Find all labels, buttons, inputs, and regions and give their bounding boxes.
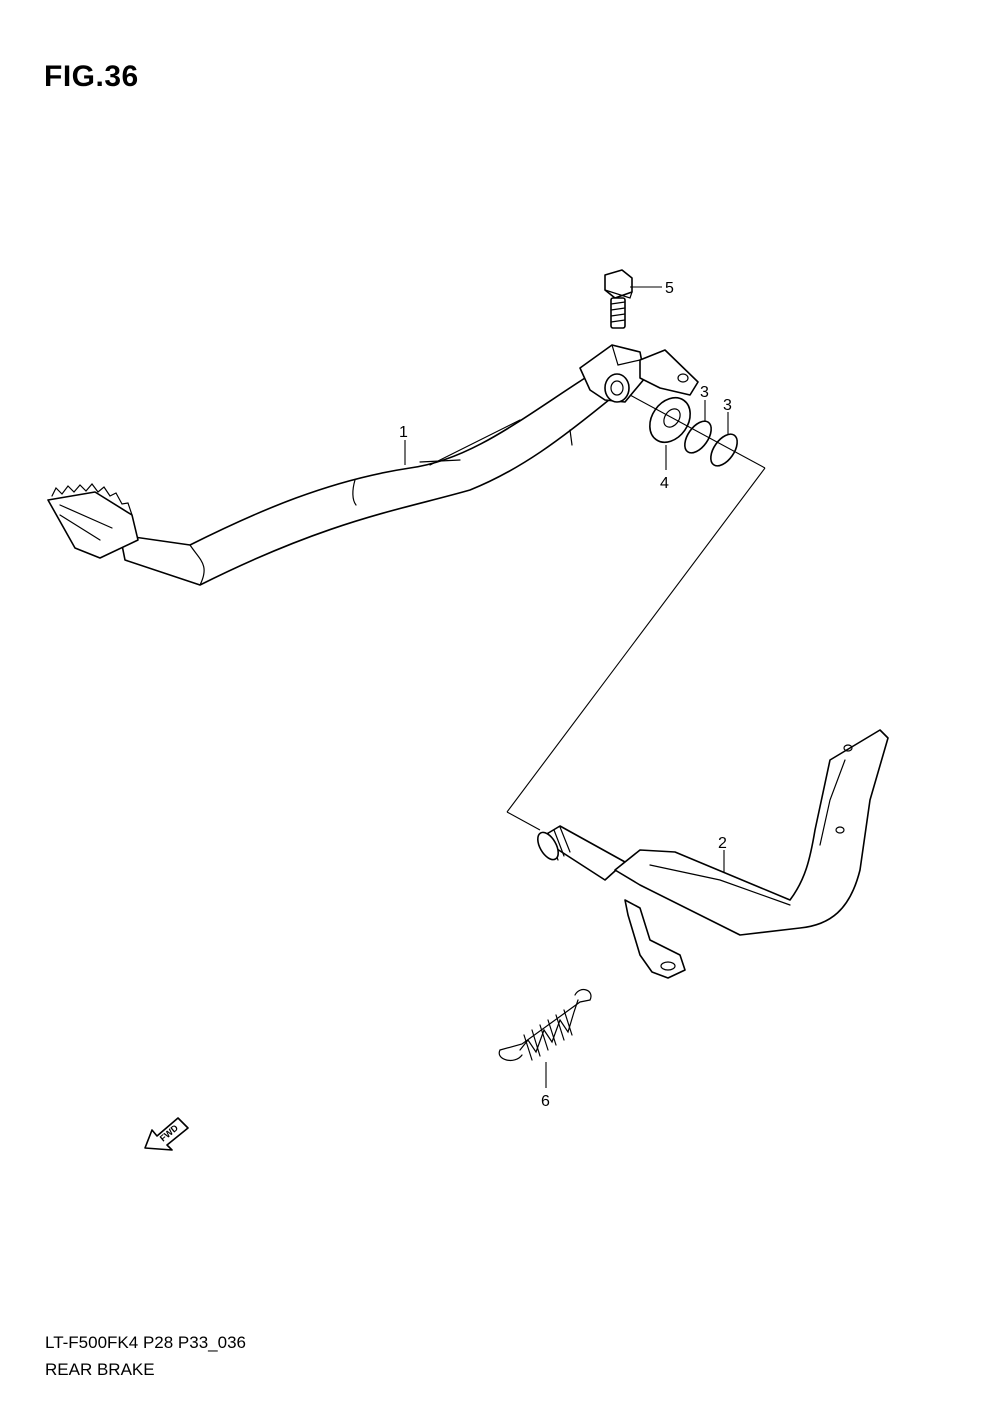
callout-3b: 3 (723, 397, 732, 414)
callout-4: 4 (660, 475, 669, 492)
leader-lines (404, 286, 766, 1088)
callout-1: 1 (399, 424, 408, 441)
o-ring-part-3b[interactable] (705, 430, 742, 471)
callout-2: 2 (718, 835, 727, 852)
section-name: REAR BRAKE (45, 1360, 155, 1379)
washer-part-4[interactable] (641, 390, 698, 450)
callout-6: 6 (541, 1093, 550, 1110)
fwd-arrow-icon: FWD (144, 1117, 189, 1151)
bolt-part-5[interactable] (604, 269, 633, 329)
callout-3a: 3 (700, 384, 709, 401)
callout-5: 5 (665, 280, 674, 297)
brake-pedal-part-1[interactable] (47, 344, 699, 586)
o-ring-part-3a[interactable] (679, 417, 716, 458)
spring-part-6[interactable] (498, 988, 592, 1062)
brake-shaft-part-2[interactable] (534, 729, 889, 979)
model-code: LT-F500FK4 P28 P33_036 (45, 1333, 246, 1352)
figure-title: FIG.36 (44, 60, 139, 93)
